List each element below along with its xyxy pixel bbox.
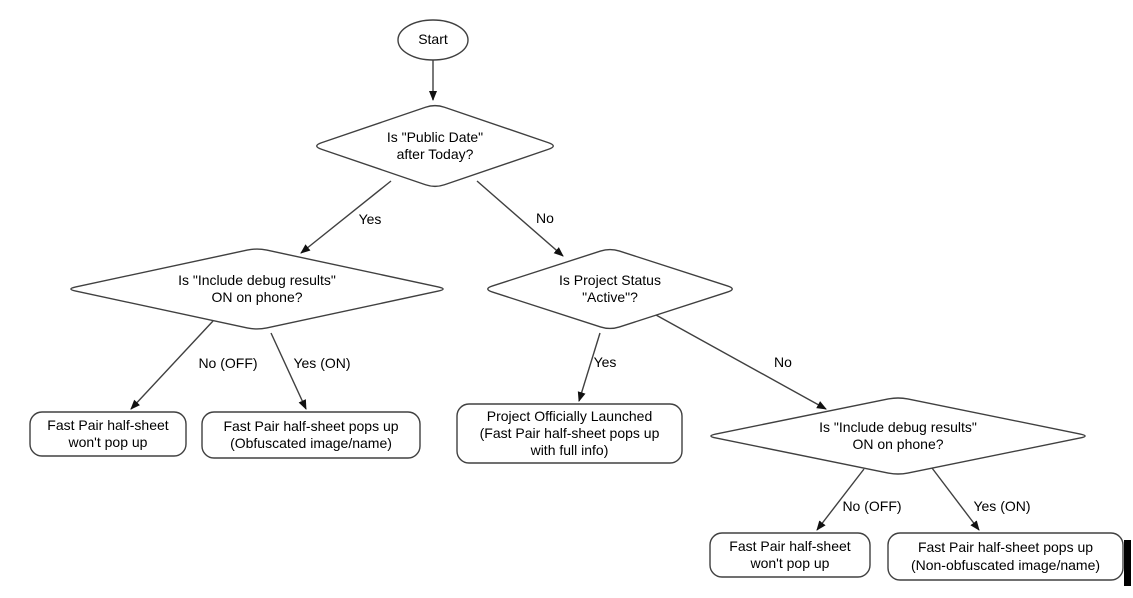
text-cursor [1124, 540, 1131, 586]
